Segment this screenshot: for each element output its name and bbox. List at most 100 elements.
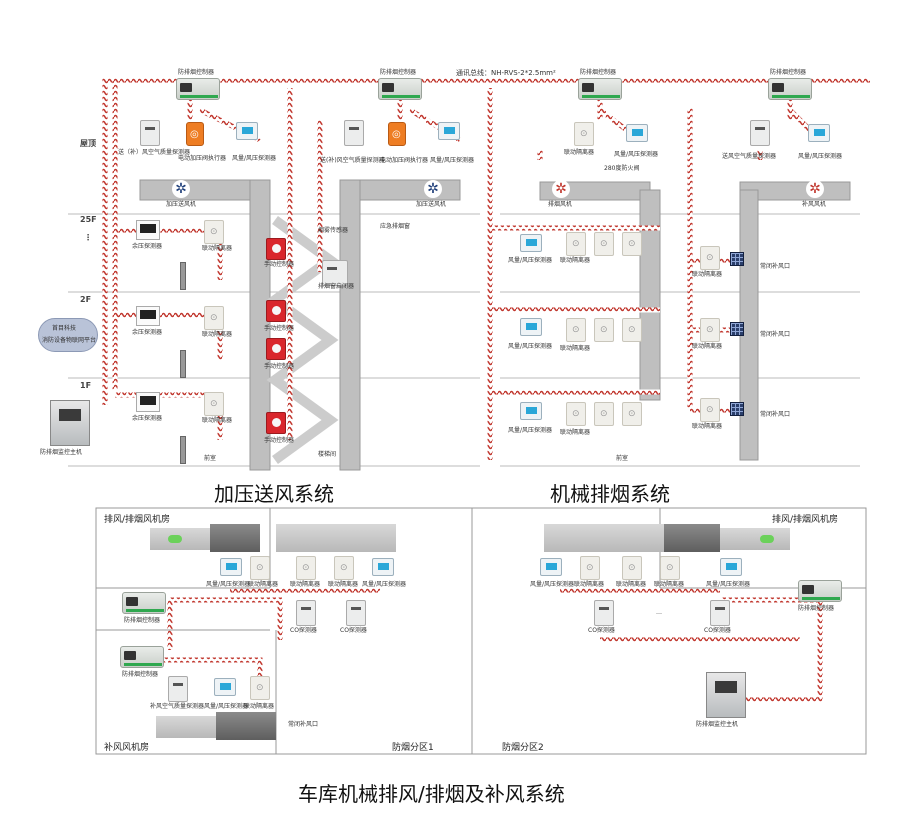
- makeup-room-label: 补风风机房: [104, 743, 150, 753]
- linkage-module-1f-label: 联动隔离器: [202, 417, 233, 424]
- linkage-makeup-1-label: 联动隔离器: [692, 271, 723, 278]
- residual-pressure-25f-label: 余压探测器: [132, 243, 163, 250]
- normal-closed-vent-label: 常闭补风口: [288, 721, 319, 728]
- makeup-duct-b: [216, 712, 276, 740]
- fresh-air-quality-detector: [750, 120, 770, 146]
- manual-controller-1: [266, 238, 286, 260]
- linkage-r3a: [566, 402, 586, 426]
- window-start-label: 排烟窗启闭器: [318, 283, 355, 290]
- arrow-right-icon: [760, 535, 774, 543]
- bus-bottom-left: [170, 597, 283, 640]
- controller-bottom-right-label: 防排烟控制器: [798, 605, 835, 612]
- door-1f: [180, 436, 186, 464]
- door-25f: [180, 262, 186, 290]
- exhaust-shaft: [639, 189, 661, 401]
- exhaust-fan-icon: ✲: [552, 180, 570, 198]
- linkage-r1c: [622, 232, 642, 256]
- exhaust-duct-right-a: [720, 528, 790, 550]
- smoke-controller-4: [768, 78, 812, 100]
- manual-controller-4: [266, 412, 286, 434]
- front-room-left-label: 前室: [204, 455, 217, 462]
- smoke-controller-2: [378, 78, 422, 100]
- bus-label: 通讯总线：NH-RVS-2*2.5mm²: [456, 69, 556, 77]
- zone2-label: 防烟分区2: [502, 743, 544, 753]
- exhaust-duct-left-b: [210, 524, 260, 552]
- linkage-makeup-3: [700, 398, 720, 422]
- fresh-air-quality-label: 送风空气质量探测器: [722, 153, 777, 160]
- residual-pressure-2f-label: 余压探测器: [132, 329, 163, 336]
- actuator-2-label: 电动加压阀执行器: [380, 157, 429, 164]
- fresh-air-detector-2: [344, 120, 364, 146]
- controller-bottom-right: [798, 580, 842, 602]
- title-mechanical: 机械排烟系统: [550, 482, 670, 506]
- supply-fan-2-label: 加压送风机: [416, 201, 447, 208]
- wind-pressure-r3: [520, 402, 542, 420]
- vent-1-label: 常闭补风口: [760, 263, 791, 270]
- bp-wind-right-1: [540, 558, 562, 576]
- supply-shaft-right: [339, 179, 361, 471]
- linkage-makeup-3-label: 联动隔离器: [692, 423, 723, 430]
- bp-linkage-right-2: [622, 556, 642, 580]
- controller-bottom-left-label: 防排烟控制器: [124, 617, 161, 624]
- smoke-controller-4-label: 防排烟控制器: [770, 69, 807, 76]
- makeup-duct-a: [156, 716, 216, 738]
- cloud-line2: 消防设备物联网平台: [42, 337, 97, 344]
- floor-25f: 25F: [80, 215, 97, 224]
- linkage-r1a: [566, 232, 586, 256]
- garage-frame: [95, 507, 867, 755]
- bp-linkage-right-3: [660, 556, 680, 580]
- linkage-makeup-2: [700, 318, 720, 342]
- fresh-air-detector-1: [140, 120, 160, 146]
- bp-wind-left-1-label: 风量/风压探测器: [206, 581, 251, 588]
- linkage-module-25f: [204, 220, 224, 244]
- room-right-label: 排风/排烟风机房: [772, 515, 839, 525]
- fresh-air-detector-1-label: 送（补）风空气质量探测器: [118, 149, 191, 156]
- bp-linkage-left-1-label: 联动隔离器: [248, 581, 279, 588]
- co-detector-2-label: CO探测器: [340, 627, 367, 634]
- linkage-r3-label: 联动隔离器: [560, 429, 591, 436]
- stairwell-label: 楼梯间: [318, 451, 337, 458]
- co-detector-4-label: CO探测器: [704, 627, 731, 634]
- residual-pressure-2f: [136, 306, 160, 326]
- zone1-label: 防烟分区1: [392, 743, 434, 753]
- smoke-controller-2-label: 防排烟控制器: [380, 69, 417, 76]
- manual-controller-3-label: 手动控制器: [264, 363, 295, 370]
- monitor-host-left-label: 防排烟监控主机: [40, 449, 83, 456]
- vent-2-label: 常闭补风口: [760, 331, 791, 338]
- wind-pressure-r1-label: 风量/风压探测器: [508, 257, 553, 264]
- linkage-r3c: [622, 402, 642, 426]
- supply-fan-2-icon: ✲: [424, 180, 442, 198]
- bp-linkage-left-2-label: 联动隔离器: [290, 581, 321, 588]
- wind-pressure-detector-2: [438, 122, 460, 140]
- linkage-makeup-2-label: 联动隔离器: [692, 343, 723, 350]
- wind-pressure-detector-1: [236, 122, 258, 140]
- manual-controller-2: [266, 300, 286, 322]
- linkage-module-1f: [204, 392, 224, 416]
- linkage-r1-label: 联动隔离器: [560, 257, 591, 264]
- title-garage: 车库机械排风/排烟及补风系统: [298, 782, 565, 806]
- manual-controller-2-label: 手动控制器: [264, 325, 295, 332]
- supply-fan-1-icon: ✲: [172, 180, 190, 198]
- bp-linkage-left-2: [296, 556, 316, 580]
- co-detector-1: [296, 600, 316, 626]
- bp-linkage-left-3: [334, 556, 354, 580]
- cloud-platform-icon: [38, 318, 98, 352]
- supply-shaft-left: [249, 179, 271, 471]
- bp-linkage-right-1-label: 联动隔离器: [574, 581, 605, 588]
- bp-wind-left-2-label: 风量/风压探测器: [362, 581, 407, 588]
- controller-bottom-left: [122, 592, 166, 614]
- smoke-controller-3-label: 防排烟控制器: [580, 69, 617, 76]
- manual-controller-3: [266, 338, 286, 360]
- pressure-valve-actuator-2: [388, 122, 406, 146]
- arrow-left-icon: [168, 535, 182, 543]
- linkage-r2a: [566, 318, 586, 342]
- ellipsis-label: …: [656, 609, 662, 616]
- linkage-module-2f-label: 联动隔离器: [202, 331, 233, 338]
- bp-linkage-right-3-label: 联动隔离器: [654, 581, 685, 588]
- window-controller: [322, 260, 348, 286]
- manual-controller-1-label: 手动控制器: [264, 261, 295, 268]
- fresh-air-detector-2-label: 送(补)风空气质量探测器: [320, 157, 385, 164]
- linkage-r3b: [594, 402, 614, 426]
- floor-1f: 1F: [80, 381, 92, 390]
